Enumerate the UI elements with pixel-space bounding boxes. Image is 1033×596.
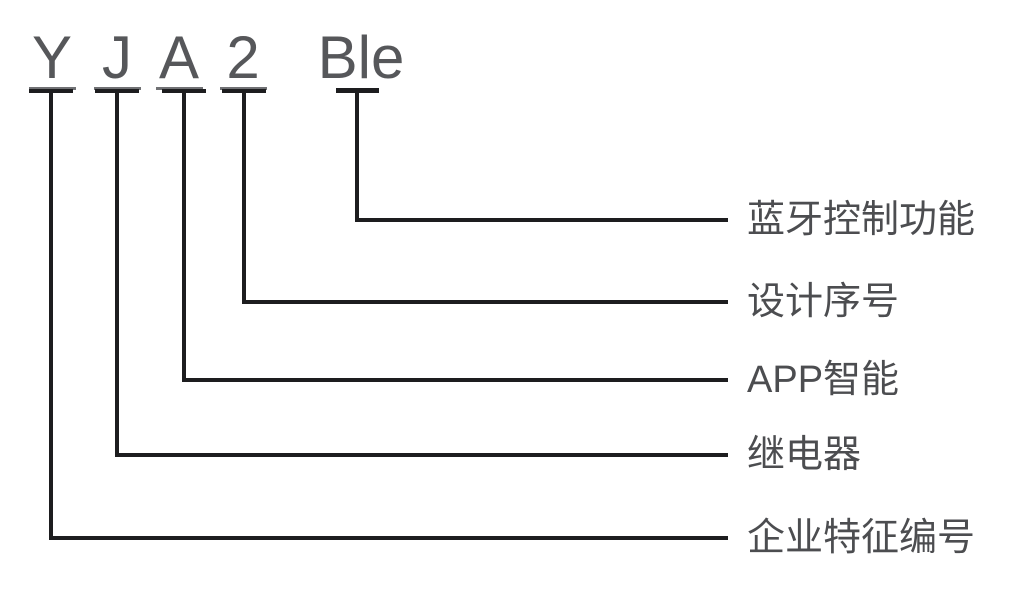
code-label-j: 继电器 (747, 434, 862, 476)
connector-stem-ble (355, 91, 359, 222)
connector-hline-j (115, 453, 728, 457)
connector-hline-a (182, 378, 728, 382)
connector-hline-ble (355, 218, 728, 222)
connector-hline-y (49, 536, 728, 540)
code-char-j: J (102, 24, 132, 91)
code-char-2: 2 (226, 24, 260, 91)
connector-stem-j (115, 91, 119, 457)
connector-cap-ble (335, 88, 379, 93)
code-label-a: APP智能 (747, 359, 900, 401)
code-label-ble: 蓝牙控制功能 (747, 199, 976, 241)
connector-stem-y (49, 91, 53, 540)
code-underline-y (28, 87, 76, 90)
code-char-ble: Ble (317, 24, 405, 91)
connector-stem-a (182, 91, 186, 382)
code-char-a: A (158, 24, 200, 91)
code-label-2: 设计序号 (747, 281, 900, 323)
code-underline-2 (219, 87, 267, 90)
code-label-y: 企业特征编号 (747, 517, 976, 559)
code-underline-a (155, 87, 203, 90)
connector-stem-2 (242, 91, 246, 304)
code-underline-j (93, 87, 141, 90)
code-char-y: Y (31, 24, 73, 91)
connector-hline-2 (242, 300, 728, 304)
